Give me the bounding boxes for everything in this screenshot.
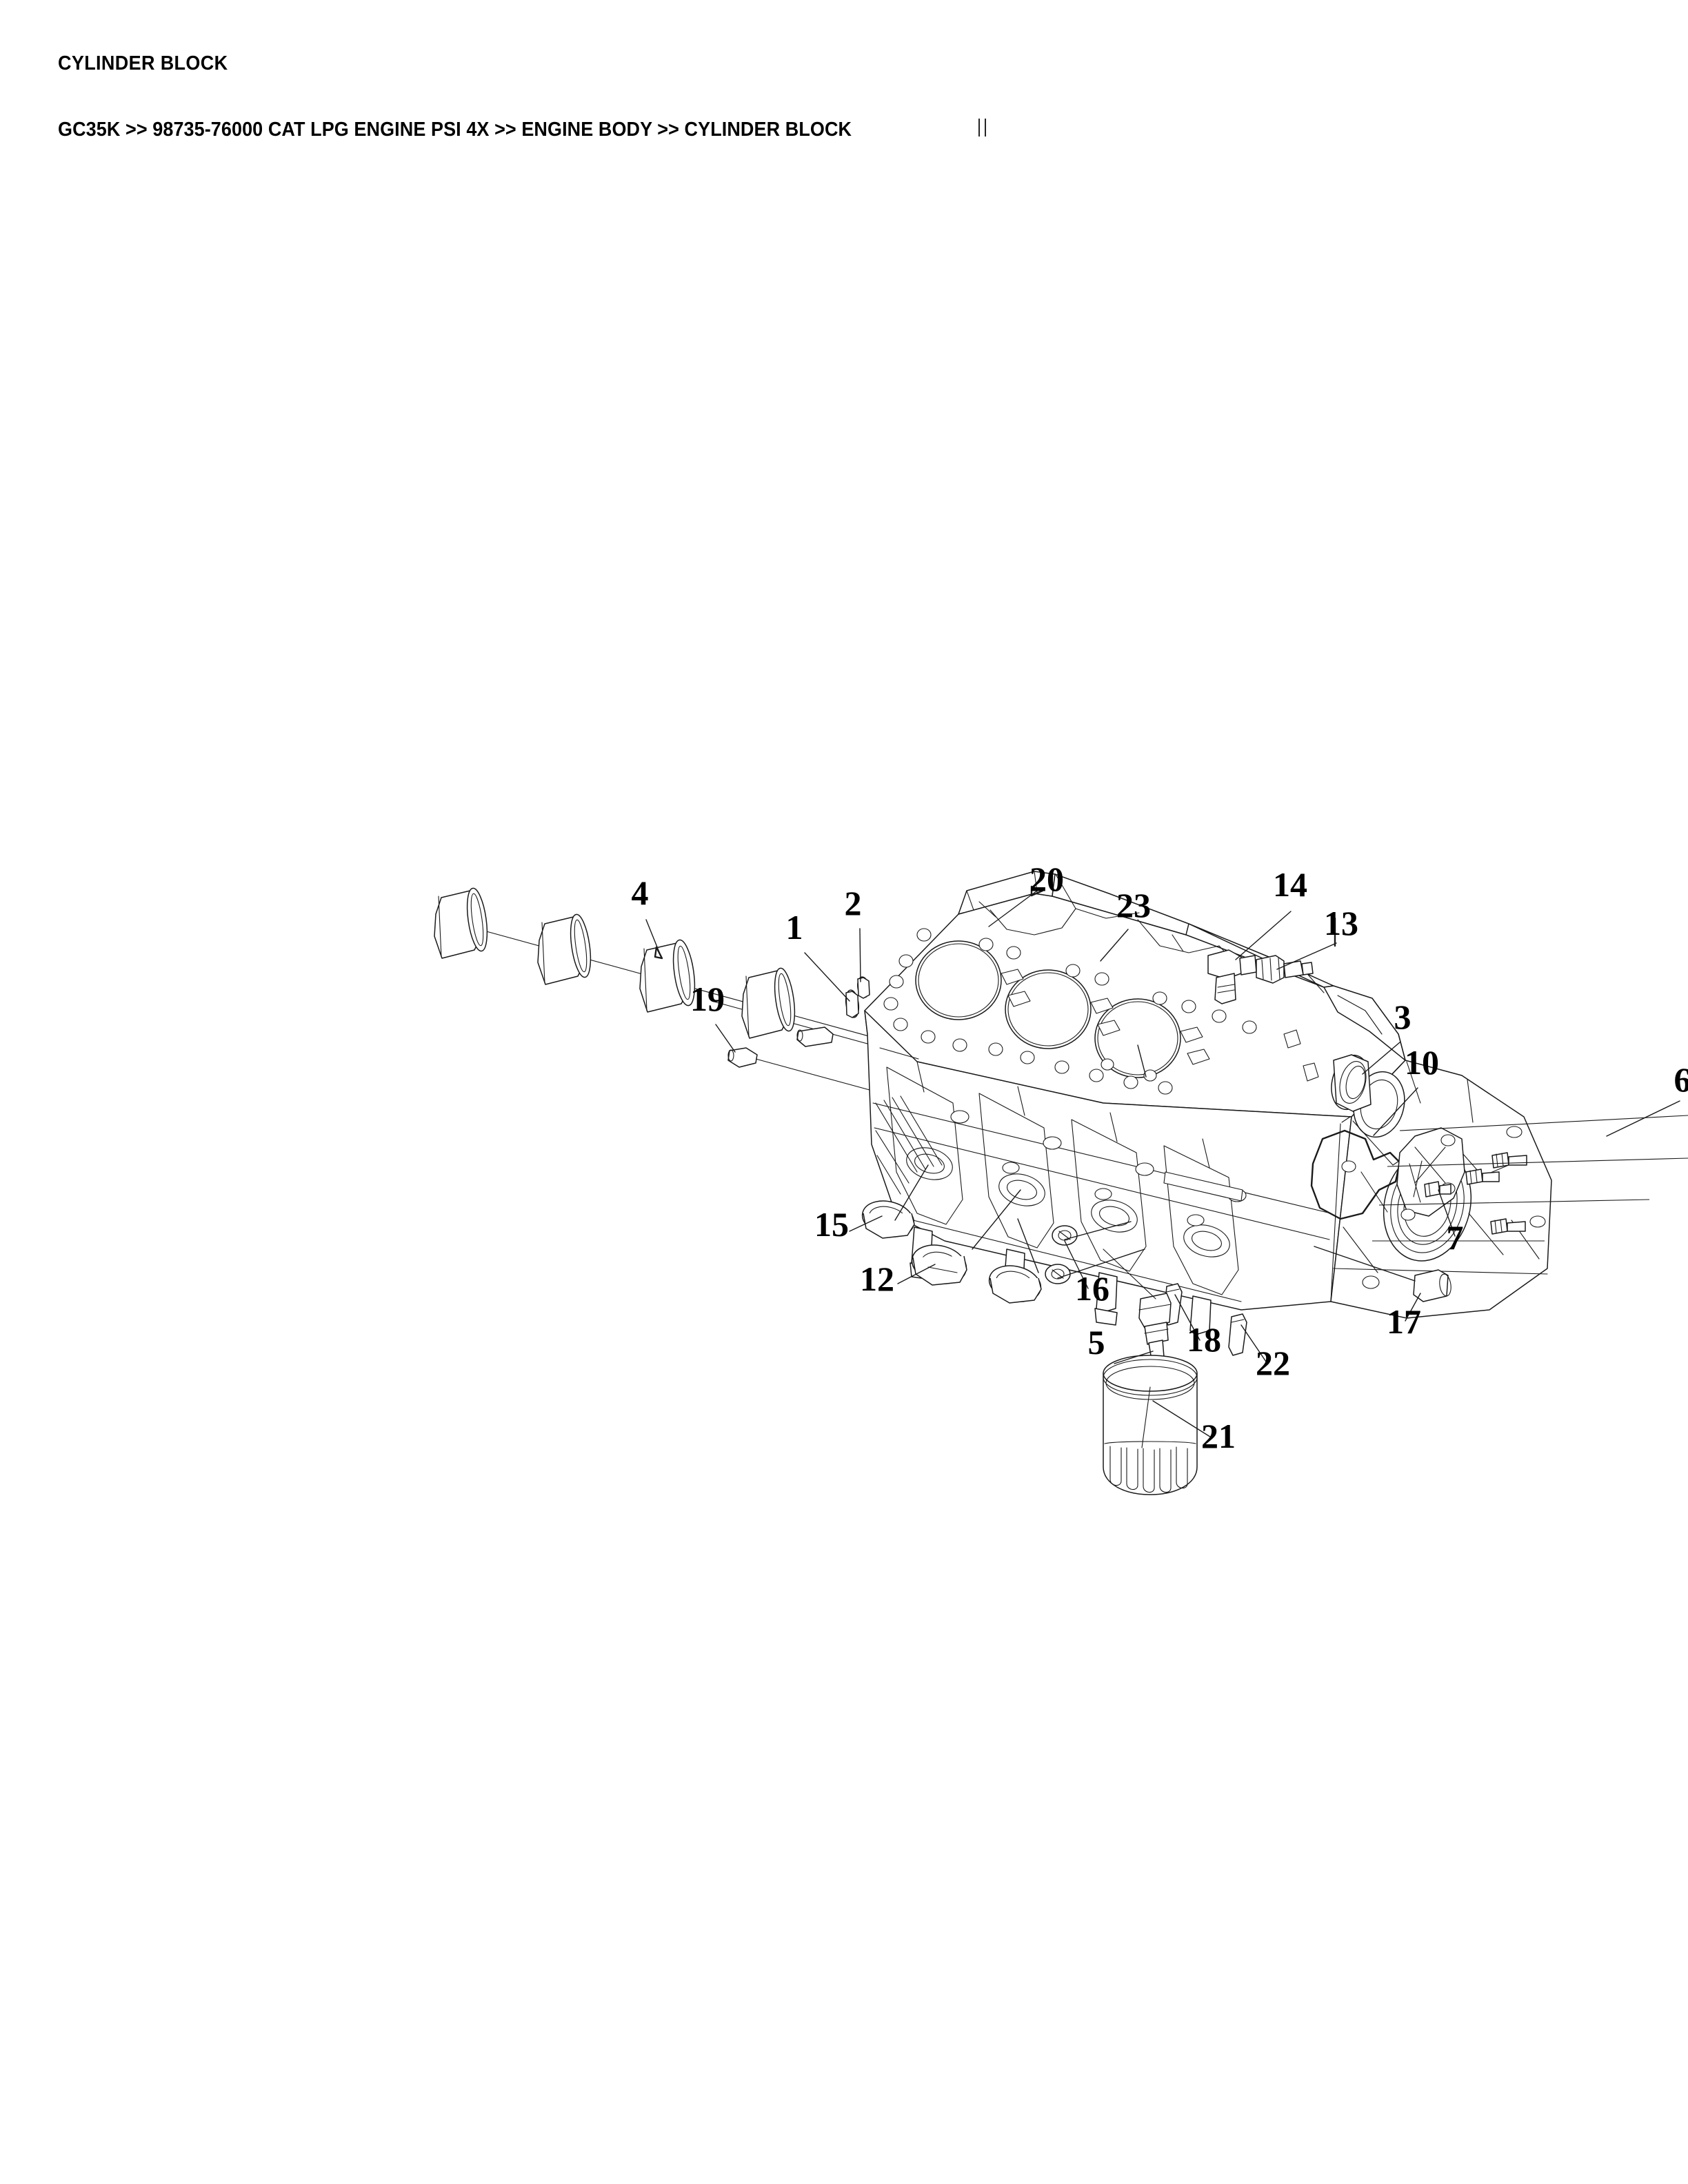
callout-number-12[interactable]: 12: [860, 1260, 894, 1298]
expansion-plug-16: [988, 1265, 1042, 1304]
callout-number-22[interactable]: 22: [1256, 1344, 1290, 1382]
straight-fitting-13: [1256, 955, 1314, 984]
dowel-pin-17: [1314, 1246, 1451, 1302]
callout-number-14[interactable]: 14: [1273, 865, 1307, 904]
cup-plug-2: [857, 976, 870, 999]
callout-number-17[interactable]: 17: [1387, 1302, 1421, 1341]
deck-coolant-slots: [1001, 969, 1319, 1082]
callout-number-21[interactable]: 21: [1201, 1417, 1236, 1455]
callout-number-6[interactable]: 6: [1674, 1060, 1688, 1099]
callout-number-3[interactable]: 3: [1394, 998, 1411, 1036]
callout-number-20[interactable]: 20: [1029, 860, 1064, 898]
oil-filter-21: [1103, 1355, 1198, 1495]
callout-number-7[interactable]: 7: [1447, 1218, 1464, 1257]
callout-number-1[interactable]: 1: [786, 908, 803, 947]
locating-pin-22: [1228, 1313, 1247, 1356]
main-bearing-saddles: [886, 1066, 1239, 1295]
bearing-insert-12: [911, 1244, 967, 1286]
oil-seal-ring-3: [1331, 1054, 1372, 1112]
camshaft-bearing-2: [537, 913, 592, 985]
camshaft-bearing-4: [741, 967, 796, 1039]
callout-number-18[interactable]: 18: [1187, 1320, 1221, 1359]
elbow-fitting-14: [1207, 949, 1257, 1004]
right-bolt-3: [1490, 1218, 1526, 1235]
text-caret-artifact: [978, 119, 986, 136]
callout-number-2[interactable]: 2: [845, 884, 862, 922]
right-bolt-2: [1465, 1169, 1500, 1185]
block-rib-hatching: [875, 1095, 943, 1195]
camshaft-bearing-group: [434, 887, 796, 1039]
cylinder-bore-3: [1094, 998, 1181, 1078]
washer-16b: [1045, 1264, 1071, 1284]
bolt-axis-lines: [1372, 1115, 1688, 1242]
head-bolt-holes: [883, 928, 1257, 1095]
callout-number-4[interactable]: 4: [632, 873, 649, 912]
breadcrumb: GC35K >> 98735-76000 CAT LPG ENGINE PSI …: [58, 119, 852, 141]
right-bolt-4: [1424, 1181, 1451, 1197]
page-title: CYLINDER BLOCK: [58, 52, 228, 74]
callout-number-13[interactable]: 13: [1324, 904, 1358, 942]
callout-number-5[interactable]: 5: [1088, 1323, 1105, 1362]
callout-number-23[interactable]: 23: [1116, 886, 1151, 924]
camshaft-bearing-1: [434, 887, 488, 959]
cylinder-bore-2: [1005, 969, 1092, 1049]
callout-number-16[interactable]: 16: [1075, 1269, 1109, 1308]
camshaft-bearing-3: [639, 939, 696, 1013]
cylinder-bore-1: [915, 940, 1002, 1020]
side-bosses: [950, 1110, 1247, 1226]
callout-number-19[interactable]: 19: [690, 980, 725, 1018]
filter-nipple-5: [1103, 1248, 1172, 1360]
callout-number-15[interactable]: 15: [814, 1205, 849, 1244]
dowel-pin-19: [727, 1047, 758, 1068]
callout-number-10[interactable]: 10: [1405, 1043, 1439, 1082]
callout-leader-lines: [645, 885, 1680, 1439]
engine-block-body: [864, 871, 1552, 1335]
dowel-pin-small-mid: [796, 1027, 834, 1047]
washer-16a: [1052, 1225, 1078, 1246]
cup-plug-1: [845, 989, 860, 1018]
